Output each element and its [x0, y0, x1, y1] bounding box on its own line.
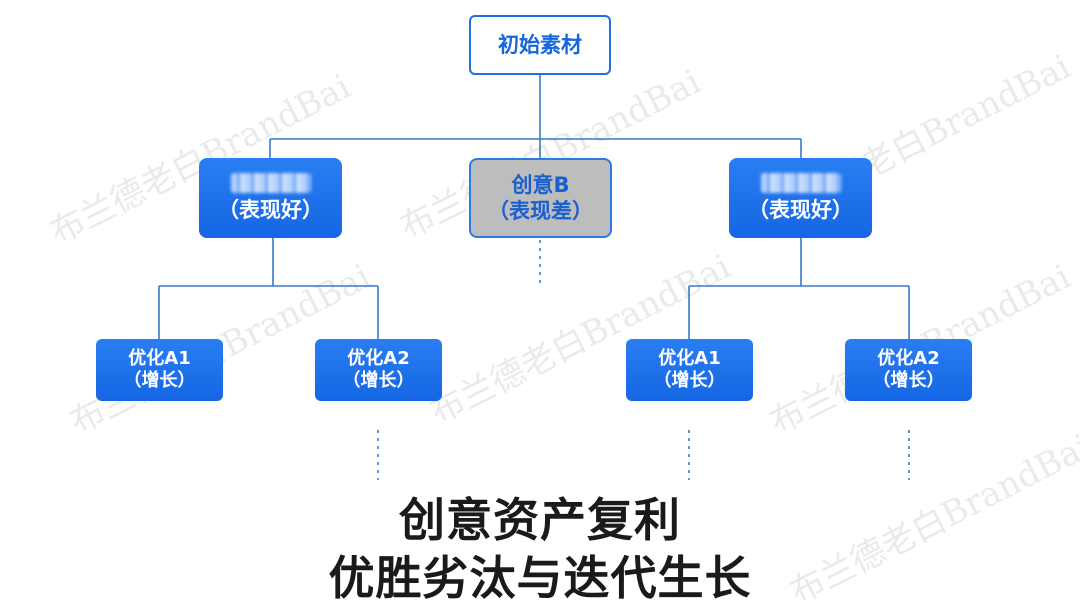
node-leaf-4-title: 优化A2 — [877, 347, 940, 369]
node-leaf-4: 优化A2 （增长） — [845, 339, 972, 401]
node-mid-right-status: （表现好） — [748, 197, 853, 222]
node-leaf-2: 优化A2 （增长） — [315, 339, 442, 401]
caption-title: 创意资产复利 — [399, 493, 681, 547]
obscured-label — [760, 172, 841, 193]
node-mid-left: （表现好） — [199, 158, 342, 238]
node-leaf-3-title: 优化A1 — [658, 347, 721, 369]
node-mid-center: 创意B （表现差） — [469, 158, 612, 238]
node-root: 初始素材 — [469, 15, 611, 75]
node-leaf-1: 优化A1 （增长） — [96, 339, 223, 401]
caption-subtitle: 优胜劣汰与迭代生长 — [328, 551, 752, 605]
node-leaf-3: 优化A1 （增长） — [626, 339, 753, 401]
node-leaf-2-status: （增长） — [342, 370, 415, 391]
node-leaf-4-status: （增长） — [872, 370, 945, 391]
node-root-label: 初始素材 — [498, 32, 582, 57]
node-mid-left-status: （表现好） — [218, 197, 323, 222]
node-mid-center-status: （表现差） — [488, 199, 593, 223]
obscured-label — [230, 172, 311, 193]
node-mid-right: （表现好） — [729, 158, 872, 238]
node-leaf-2-title: 优化A2 — [347, 347, 410, 369]
node-leaf-1-title: 优化A1 — [128, 347, 191, 369]
node-leaf-3-status: （增长） — [653, 370, 726, 391]
node-mid-center-title: 创意B — [511, 172, 570, 197]
node-leaf-1-status: （增长） — [123, 370, 196, 391]
